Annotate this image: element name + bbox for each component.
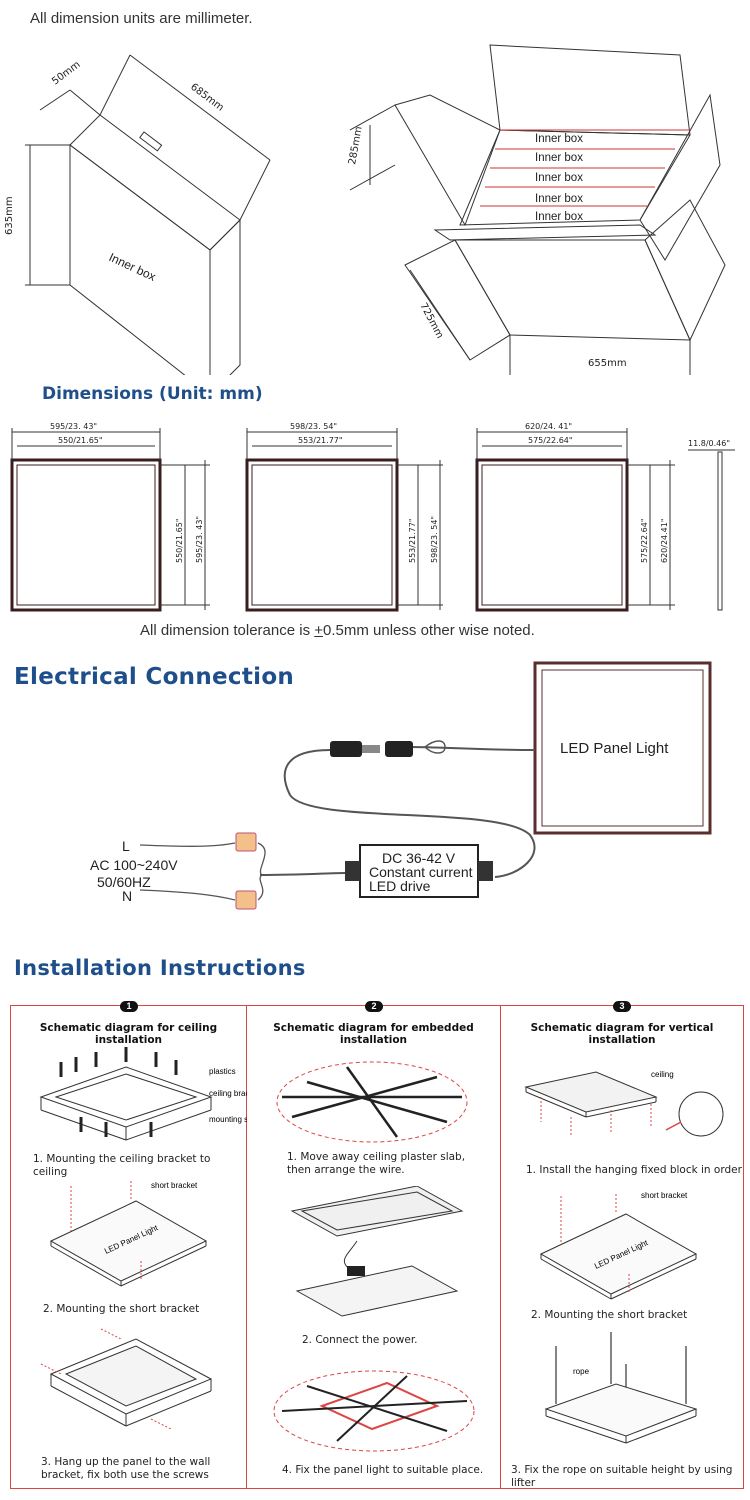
column-1-header: Schematic diagram for ceiling installati… (39, 1022, 218, 1046)
panel-3-outer-width: 620/24. 41" (525, 422, 572, 431)
panel-thickness: 11.8/0.46" (688, 439, 730, 448)
panel-2-outer-height: 598/23. 54" (430, 516, 439, 563)
inner-box-height: 635mm (4, 196, 15, 235)
led-panel-box (533, 661, 712, 835)
wire-connectors (235, 832, 257, 910)
units-note: All dimension units are millimeter. (30, 10, 253, 27)
column-3-step-1: 1. Install the hanging fixed block in or… (526, 1164, 742, 1176)
panel-3-outer-height: 620/24.41" (660, 518, 669, 563)
panel-3-inner-width: 575/22.64" (528, 436, 573, 445)
input-wires (139, 842, 266, 901)
hanging-block-illustration: ceiling (524, 1070, 724, 1137)
panel-1-inner-height: 550/21.65" (175, 518, 184, 563)
panel-1-inner-width: 550/21.65" (58, 436, 103, 445)
driver-line-1: DC 36-42 V (382, 850, 456, 866)
led-driver (345, 844, 493, 898)
install-column-vertical: 3 Schematic diagram for vertical install… (501, 1001, 743, 1489)
short-bracket-illustration: short bracket LED Panel Light (49, 1181, 208, 1287)
panel-1-outer-height: 595/23. 43" (195, 516, 204, 563)
input-n: N (122, 888, 132, 904)
stack-box-3: Inner box (535, 172, 583, 184)
column-1-number: 1 (120, 1001, 138, 1012)
tolerance-plusminus: + (314, 622, 324, 639)
carton-height: 285mm (347, 126, 365, 166)
column-2-step-3: 4. Fix the panel light to suitable place… (282, 1464, 484, 1476)
column-2-step-2: 2. Connect the power. (302, 1334, 418, 1346)
vertical-short-bracket-illustration: short bracket LED Panel Light (539, 1191, 698, 1300)
inner-box-length: 685mm (188, 82, 225, 114)
input-frequency: 50/60HZ (97, 874, 151, 890)
installation-grid: 1 Schematic diagram for ceiling installa… (10, 1001, 744, 1489)
column-3-step-2: 2. Mounting the short bracket (531, 1309, 688, 1321)
panel-3-inner-height: 575/22.64" (640, 518, 649, 563)
input-voltage: AC 100~240V (90, 857, 178, 873)
label-short-bracket-v: short bracket (641, 1191, 688, 1200)
install-column-ceiling: 1 Schematic diagram for ceiling installa… (11, 1001, 247, 1488)
cables (259, 740, 536, 878)
carton-drawing (349, 44, 726, 375)
column-2-header: Schematic diagram for embedded installat… (273, 1022, 474, 1046)
stack-box-5: Inner box (535, 211, 583, 223)
installation-title: Installation Instructions (14, 956, 306, 980)
inner-box-width: 50mm (50, 59, 82, 87)
carton-depth: 725mm (417, 301, 445, 340)
install-column-embedded: 2 Schematic diagram for embedded install… (247, 1001, 501, 1488)
panel-side-profile (688, 449, 735, 611)
ceiling-grid-illustration (276, 1061, 468, 1143)
stack-box-4: Inner box (535, 193, 583, 205)
column-1-step-2: 2. Mounting the short bracket (43, 1303, 200, 1315)
label-plastics: plastics (209, 1067, 236, 1076)
column-1-step-1: 1. Mounting the ceiling bracket to ceili… (33, 1153, 211, 1178)
inner-box-label: Inner box (107, 250, 158, 284)
column-2-step-1: 1. Move away ceiling plaster slab, then … (287, 1151, 466, 1176)
dc-connector (330, 741, 413, 757)
ceiling-bracket-illustration: plastics ceiling bracket mounting screws (39, 1047, 247, 1141)
column-3-header: Schematic diagram for vertical installat… (530, 1022, 714, 1046)
electrical-title: Electrical Connection (14, 664, 295, 690)
electrical-diagram: LED Panel Light DC 36-42 V Constant curr… (90, 661, 712, 910)
dimension-drawings: 595/23. 43" 550/21.65" 550/21.65" 595/23… (10, 422, 735, 612)
panel-2-inner-width: 553/21.77" (298, 436, 343, 445)
stack-box-2: Inner box (535, 152, 583, 164)
panel-2-inner-height: 553/21.77" (408, 518, 417, 563)
carton-width: 655mm (588, 358, 627, 369)
panel-1-outer-width: 595/23. 43" (50, 422, 97, 431)
inner-box-drawing (25, 54, 271, 375)
label-ceiling-bracket: ceiling bracket (209, 1089, 247, 1098)
inner-box-stack (480, 129, 690, 207)
packaging-diagrams: 50mm 685mm 635mm Inner box Inner box Inn… (4, 44, 726, 375)
driver-line-2: Constant current (369, 864, 473, 880)
input-l: L (122, 838, 130, 854)
tolerance-suffix: 0.5mm unless other wise noted. (323, 622, 535, 639)
hang-panel-illustration (40, 1328, 213, 1430)
column-2-number: 2 (365, 1001, 383, 1012)
panel-drawing-2 (245, 428, 443, 612)
panel-2-outer-width: 598/23. 54" (290, 422, 337, 431)
label-ceiling: ceiling (651, 1070, 674, 1079)
label-mounting-screws: mounting screws (209, 1115, 247, 1124)
fix-panel-illustration (273, 1370, 475, 1452)
label-rope: rope (573, 1367, 590, 1376)
connect-power-illustration (290, 1186, 464, 1317)
column-3-step-3: 3. Fix the rope on suitable height by us… (511, 1464, 733, 1489)
driver-line-3: LED drive (369, 878, 431, 894)
dimensions-title: Dimensions (Unit: mm) (42, 384, 263, 404)
panel-drawing-3 (475, 428, 675, 612)
rope-lifter-illustration: rope (544, 1332, 698, 1444)
column-3-number: 3 (613, 1001, 631, 1012)
column-1-step-3: 3. Hang up the panel to the wall bracket… (41, 1456, 211, 1481)
label-short-bracket: short bracket (151, 1181, 198, 1190)
led-panel-label: LED Panel Light (560, 740, 669, 757)
panel-drawing-1 (10, 428, 210, 612)
tolerance-note: All dimension tolerance is +0.5mm unless… (140, 622, 535, 639)
stack-box-1: Inner box (535, 133, 583, 145)
tolerance-prefix: All dimension tolerance is (140, 622, 315, 639)
